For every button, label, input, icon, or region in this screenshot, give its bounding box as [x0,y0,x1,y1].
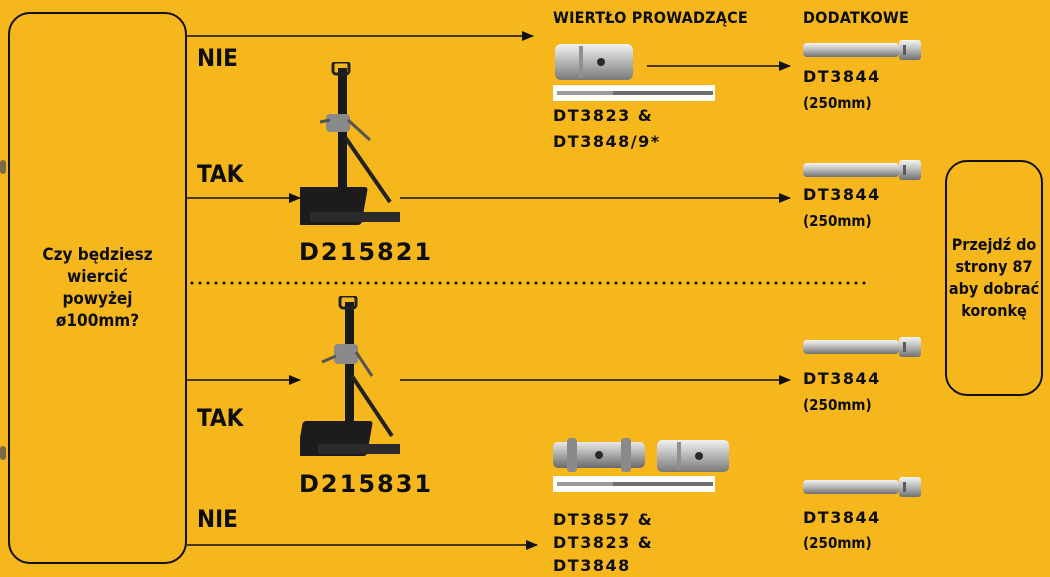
adapter-image [555,42,635,84]
page-edge-mark [0,446,6,460]
extension-size: (250mm) [803,534,872,552]
drill-stand-image [300,62,405,234]
goto-page-box: Przejdź do strony 87 aby dobrać koronkę [945,160,1043,396]
extension-size: (250mm) [803,396,872,414]
model-top: D215821 [299,238,433,266]
branch-bottom-yes: TAK [197,404,243,432]
branch-bottom-no: NIE [197,505,238,533]
model-bottom: D215831 [299,470,433,498]
branch-top-yes: TAK [197,160,243,188]
question-text: Czy będziesz wiercić powyżej ø100mm? [33,244,163,332]
product-code-bottom-no: DT3857 & DT3823 & DT3848 [553,508,653,577]
extension-size: (250mm) [803,212,872,230]
extension-rod-image [803,337,921,357]
goto-text: Przejdź do strony 87 aby dobrać koronkę [948,234,1040,322]
extension-code: DT3844 [803,66,881,88]
adapter-image [553,438,645,472]
question-box: Czy będziesz wiercić powyżej ø100mm? [8,12,187,564]
extension-code: DT3844 [803,368,881,390]
header-guide-drill: WIERTŁO PROWADZĄCE [553,8,748,27]
extension-code: DT3844 [803,184,881,206]
drill-bit-image [553,85,715,101]
page-edge-mark [0,160,6,174]
product-code-top-no: DT3823 & DT3848/9* [553,103,661,155]
extension-rod-image [803,477,921,497]
drill-stand-image [300,296,405,468]
extension-rod-image [803,160,921,180]
drill-bit-image [553,476,715,492]
extension-size: (250mm) [803,94,872,112]
extension-code: DT3844 [803,507,881,529]
adapter-image [657,440,729,472]
branch-top-no: NIE [197,44,238,72]
header-additional: DODATKOWE [803,8,909,27]
extension-rod-image [803,40,921,60]
